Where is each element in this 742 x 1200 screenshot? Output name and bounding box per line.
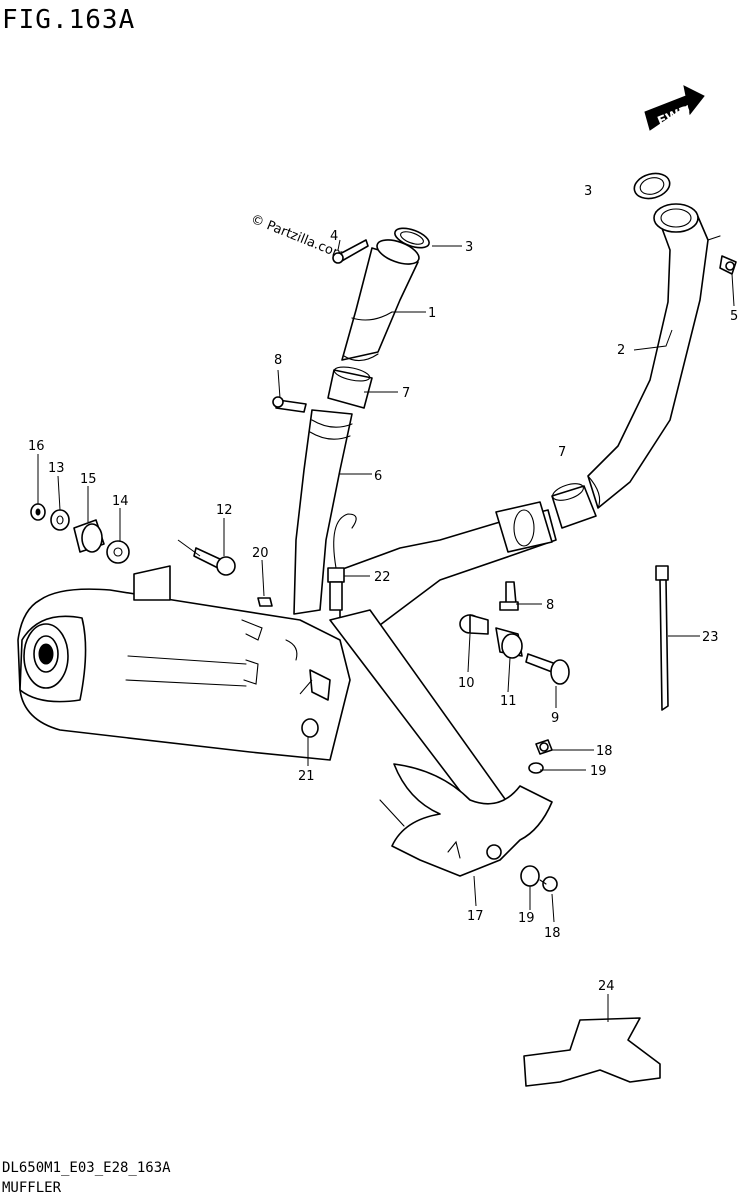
part-10-collar[interactable] <box>459 614 489 635</box>
callout-3-front: 3 <box>465 240 473 255</box>
part-4-bolt[interactable] <box>332 239 369 264</box>
part-18-screw-upper[interactable] <box>535 739 553 755</box>
forward-direction-arrow-icon: FWD <box>644 85 705 131</box>
muffler-body[interactable] <box>17 565 351 761</box>
part-21-cap[interactable] <box>301 718 319 738</box>
part-16-nut[interactable] <box>30 503 46 521</box>
callout-22: 22 <box>374 570 391 585</box>
callout-17: 17 <box>467 909 484 924</box>
part-13-washer[interactable] <box>50 509 70 531</box>
part-9-bolt[interactable] <box>525 653 570 685</box>
part-19-grommet-lower[interactable] <box>520 865 540 887</box>
callout-1: 1 <box>428 306 436 321</box>
part-7-clamp-rear[interactable] <box>551 480 597 529</box>
callout-8-lower: 8 <box>546 598 554 613</box>
part-22-oxygen-sensor[interactable] <box>327 513 357 611</box>
part-23-cable-tie[interactable] <box>655 565 669 711</box>
figure-title: FIG.163A <box>2 5 135 35</box>
part-12-bolt[interactable] <box>193 547 236 576</box>
part-17-muffler-cover[interactable] <box>379 763 553 877</box>
footer-name: MUFFLER <box>2 1180 62 1196</box>
callout-11: 11 <box>500 694 517 709</box>
callout-2: 2 <box>617 343 625 358</box>
footer-code: DL650M1_E03_E28_163A <box>2 1160 171 1176</box>
part-7-clamp-front[interactable] <box>327 364 373 409</box>
part-5-bolt[interactable] <box>719 255 737 275</box>
callout-10: 10 <box>458 676 475 691</box>
callout-7-front: 7 <box>402 386 410 401</box>
part-18-screw-lower[interactable] <box>539 876 558 892</box>
part-15-cushion[interactable] <box>73 519 105 553</box>
callout-20: 20 <box>252 546 269 561</box>
callout-18-lower: 18 <box>544 926 561 941</box>
callout-5: 5 <box>730 309 738 324</box>
part-3-gasket-front[interactable] <box>392 224 431 251</box>
callout-13: 13 <box>48 461 65 476</box>
part-11-cushion[interactable] <box>495 627 523 659</box>
callout-16: 16 <box>28 439 45 454</box>
callout-6: 6 <box>374 469 382 484</box>
part-14-washer[interactable] <box>106 540 130 564</box>
part-2-exhaust-pipe-rear[interactable] <box>587 203 721 509</box>
part-19-grommet-upper[interactable] <box>528 762 544 774</box>
part-20-clip[interactable] <box>257 597 273 607</box>
part-8-bolt-upper[interactable] <box>272 396 307 413</box>
callout-24: 24 <box>598 979 615 994</box>
callout-19-upper: 19 <box>590 764 607 779</box>
callout-12: 12 <box>216 503 233 518</box>
leader-lines <box>37 239 735 1022</box>
callout-9: 9 <box>551 711 559 726</box>
callout-23: 23 <box>702 630 719 645</box>
callout-7-rear: 7 <box>558 445 566 460</box>
callout-4: 4 <box>330 229 338 244</box>
callout-19-lower: 19 <box>518 911 535 926</box>
part-8-bolt-lower[interactable] <box>499 581 519 611</box>
part-24-plate[interactable] <box>523 1017 661 1087</box>
callout-8-upper: 8 <box>274 353 282 368</box>
part-6-connector-pipe[interactable] <box>293 409 557 833</box>
callout-14: 14 <box>112 494 129 509</box>
part-1-exhaust-pipe-front[interactable] <box>341 235 422 362</box>
callout-21: 21 <box>298 769 315 784</box>
callout-15: 15 <box>80 472 97 487</box>
part-3-gasket-rear[interactable] <box>632 170 673 202</box>
callout-3-rear: 3 <box>584 184 592 199</box>
callout-18-upper: 18 <box>596 744 613 759</box>
